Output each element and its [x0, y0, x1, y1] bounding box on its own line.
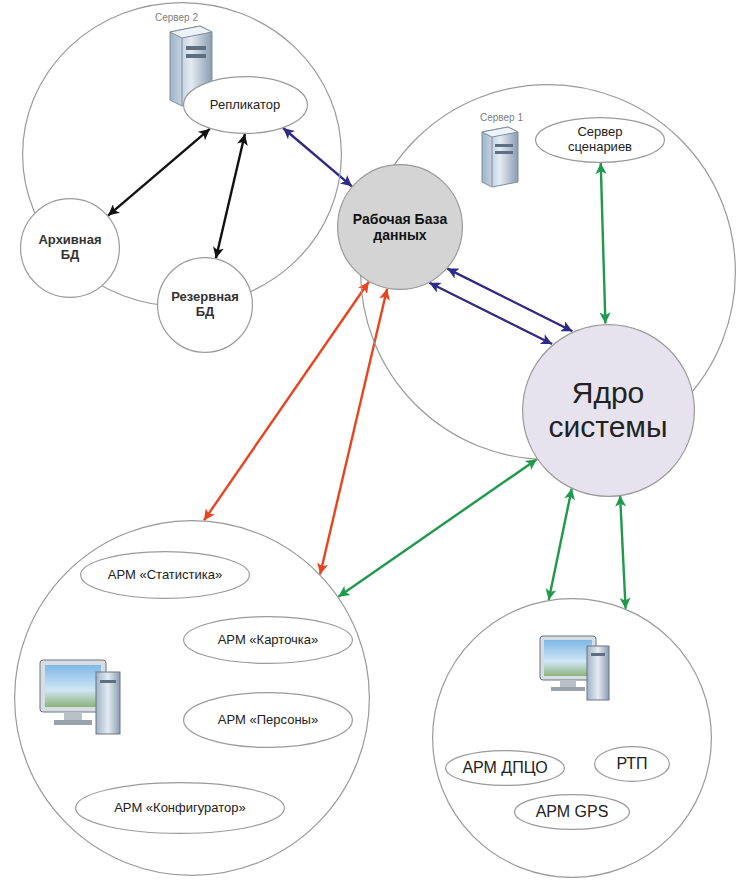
database-circle: Архивная БД — [20, 198, 120, 298]
outline-shape — [433, 599, 712, 878]
process-ellipse: Сервер сценариев — [535, 117, 665, 163]
workstation-ellipse: АРМ GPS — [514, 794, 630, 830]
outline-shape — [21, 199, 120, 298]
node-label: Архивная БД — [32, 233, 108, 263]
node-label: АРМ «Статистика» — [108, 568, 222, 583]
double-arrow — [338, 459, 537, 597]
workstation-ellipse: АРМ «Карточка» — [183, 616, 353, 664]
outline — [432, 598, 712, 878]
process-ellipse: Репликатор — [183, 76, 308, 134]
computer-icon — [540, 636, 609, 700]
node-label: АРМ ДПЦО — [462, 759, 547, 777]
double-arrow — [320, 289, 387, 575]
outline-shape — [515, 795, 630, 830]
outline-shape — [15, 521, 370, 876]
outline-shape — [158, 258, 253, 353]
workstation-group: АРМ ДПЦО РТП АРМ GPS — [432, 598, 712, 878]
outline-shape — [76, 783, 285, 834]
node-label: АРМ GPS — [536, 803, 609, 821]
outline-shape — [446, 751, 565, 786]
outline-shape — [23, 2, 342, 306]
server-icon — [482, 127, 518, 187]
node-label: Рабочая База данных — [352, 211, 448, 243]
double-arrow — [108, 129, 210, 216]
workstation-ellipse: АРМ «Конфигуратор» — [75, 782, 285, 834]
node-label: Ядро системы — [543, 376, 674, 445]
node-label: Сервер сценариев — [551, 125, 650, 155]
server-group: Сервер 2РепликаторАрхивная БДРезервная Б… — [22, 2, 342, 307]
node-label: АРМ «Карточка» — [218, 633, 319, 648]
outline-shape — [338, 165, 463, 290]
node-label: АРМ «Персоны» — [218, 713, 318, 728]
node-label: Резервная БД — [169, 290, 242, 320]
computer-icon — [40, 660, 120, 734]
database-circle: Рабочая База данных — [337, 164, 463, 290]
node-label: Репликатор — [210, 98, 280, 113]
outline-shape — [184, 617, 353, 664]
database-circle: Резервная БД — [157, 257, 253, 353]
node-label: АРМ «Конфигуратор» — [114, 801, 246, 816]
workstation-ellipse: АРМ «Статистика» — [80, 551, 250, 599]
server-label: Сервер 2 — [155, 12, 198, 23]
double-arrow — [429, 283, 552, 344]
outline-shape — [522, 324, 694, 496]
server-label: Сервер 1 — [480, 112, 523, 123]
workstation-ellipse: РТП — [594, 746, 670, 782]
double-arrow — [216, 134, 245, 258]
outline-shape — [81, 552, 250, 599]
core-circle: Ядро системы — [522, 324, 695, 497]
workstation-group: АРМ «Статистика» АРМ «Карточка» АРМ «Персо… — [14, 520, 370, 876]
outline-shape — [595, 747, 670, 782]
outline-shape — [184, 693, 353, 748]
outline-shape — [536, 118, 665, 163]
double-arrow — [620, 496, 626, 609]
outline-shape — [183, 77, 307, 134]
workstation-ellipse: АРМ ДПЦО — [445, 750, 565, 786]
double-arrow — [549, 489, 572, 601]
workstation-ellipse: АРМ «Персоны» — [183, 692, 353, 748]
double-arrow — [601, 163, 606, 324]
node-label: РТП — [616, 755, 647, 773]
